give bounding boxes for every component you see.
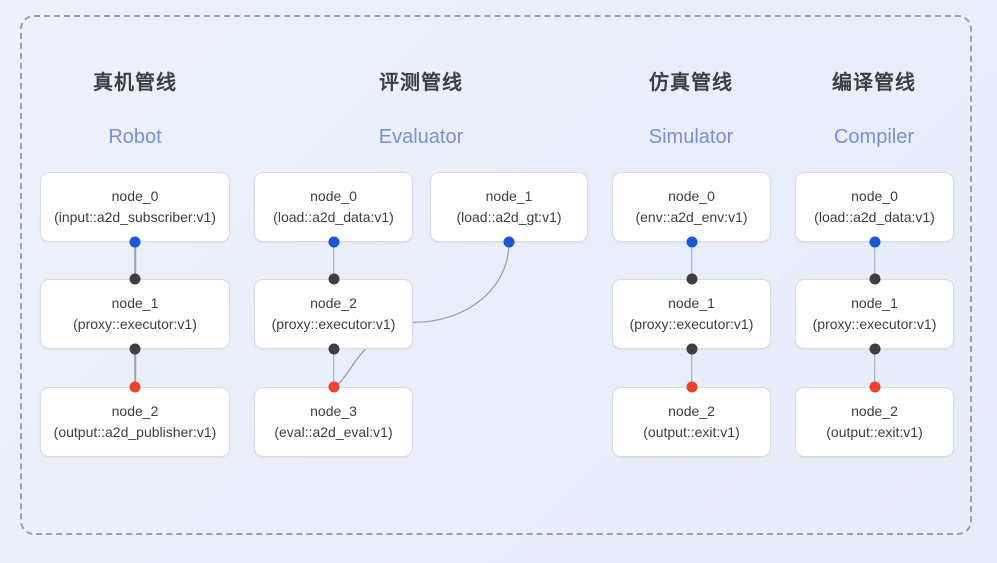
port-input-dark[interactable] (328, 273, 339, 285)
port-output-blue[interactable] (503, 236, 515, 248)
node-type-label: (output::exit:v1) (643, 423, 740, 440)
port-output-dark[interactable] (328, 343, 339, 355)
column-title-cn-robot: 真机管线 (93, 72, 177, 94)
edge-connector (332, 242, 335, 279)
node-type-label: (load::a2d_data:v1) (814, 208, 935, 225)
edge-connector (134, 349, 136, 387)
port-input-red[interactable] (129, 381, 141, 393)
node-id-label: node_0 (851, 188, 898, 205)
port-input-red[interactable] (686, 381, 697, 393)
edge-connector (690, 242, 693, 279)
column-title-cn-compiler: 编译管线 (832, 72, 916, 94)
node-box-compiler-node_0[interactable]: node_0(load::a2d_data:v1) (795, 172, 954, 242)
node-type-label: (load::a2d_gt:v1) (456, 208, 562, 225)
column-title-cn-evaluator: 评测管线 (379, 72, 463, 94)
node-box-simulator-node_2[interactable]: node_2(output::exit:v1) (612, 387, 771, 457)
node-type-label: (output::exit:v1) (826, 423, 923, 440)
port-input-dark[interactable] (129, 273, 141, 285)
node-id-label: node_1 (851, 295, 898, 312)
edge-connector-curved (333, 348, 366, 388)
port-output-blue[interactable] (129, 236, 141, 248)
port-input-red[interactable] (328, 381, 339, 393)
column-title-cn-simulator: 仿真管线 (649, 72, 733, 94)
node-box-simulator-node_0[interactable]: node_0(env::a2d_env:v1) (612, 172, 771, 242)
port-output-dark[interactable] (869, 343, 880, 355)
column-title-en-evaluator: Evaluator (378, 126, 464, 148)
column-title-en-simulator: Simulator (648, 126, 734, 148)
node-box-robot-node_0[interactable]: node_0(input::a2d_subscriber:v1) (40, 172, 230, 242)
node-id-label: node_0 (668, 188, 715, 205)
column-title-en-robot: Robot (108, 126, 162, 148)
node-id-label: node_1 (668, 295, 715, 312)
port-input-dark[interactable] (869, 273, 880, 285)
node-box-simulator-node_1[interactable]: node_1(proxy::executor:v1) (612, 279, 771, 349)
port-input-dark[interactable] (686, 273, 697, 285)
port-output-blue[interactable] (869, 236, 880, 248)
edge-connector (134, 242, 136, 279)
node-id-label: node_3 (310, 403, 357, 420)
edge-connector-curved (412, 241, 510, 324)
node-type-label: (proxy::executor:v1) (812, 315, 937, 332)
node-type-label: (input::a2d_subscriber:v1) (54, 208, 216, 225)
port-output-dark[interactable] (129, 343, 141, 355)
node-box-robot-node_2[interactable]: node_2(output::a2d_publisher:v1) (40, 387, 230, 457)
edge-connector (873, 349, 876, 387)
node-type-label: (eval::a2d_eval:v1) (274, 423, 393, 440)
node-type-label: (proxy::executor:v1) (73, 315, 197, 332)
node-id-label: node_0 (310, 188, 357, 205)
node-type-label: (proxy::executor:v1) (629, 315, 754, 332)
node-type-label: (proxy::executor:v1) (271, 315, 396, 332)
port-input-red[interactable] (869, 381, 880, 393)
node-id-label: node_1 (485, 188, 533, 205)
node-type-label: (env::a2d_env:v1) (635, 208, 748, 225)
node-id-label: node_2 (111, 403, 159, 420)
port-output-dark[interactable] (686, 343, 697, 355)
node-type-label: (output::a2d_publisher:v1) (53, 423, 217, 440)
node-id-label: node_1 (111, 295, 159, 312)
edge-connector (690, 349, 693, 387)
node-id-label: node_2 (668, 403, 715, 420)
node-box-robot-node_1[interactable]: node_1(proxy::executor:v1) (40, 279, 230, 349)
node-box-evaluator-node_2[interactable]: node_2(proxy::executor:v1) (254, 279, 413, 349)
node-type-label: (load::a2d_data:v1) (273, 208, 394, 225)
port-output-blue[interactable] (328, 236, 339, 248)
node-id-label: node_2 (851, 403, 898, 420)
node-id-label: node_0 (111, 188, 159, 205)
node-box-evaluator-node_3[interactable]: node_3(eval::a2d_eval:v1) (254, 387, 413, 457)
port-output-blue[interactable] (686, 236, 697, 248)
node-box-compiler-node_1[interactable]: node_1(proxy::executor:v1) (795, 279, 954, 349)
column-title-en-compiler: Compiler (833, 126, 915, 148)
node-box-evaluator-node_0[interactable]: node_0(load::a2d_data:v1) (254, 172, 413, 242)
edge-connector (873, 242, 876, 279)
edge-connector (332, 349, 335, 387)
node-id-label: node_2 (310, 295, 357, 312)
node-box-evaluator-node_1[interactable]: node_1(load::a2d_gt:v1) (430, 172, 588, 242)
node-box-compiler-node_2[interactable]: node_2(output::exit:v1) (795, 387, 954, 457)
